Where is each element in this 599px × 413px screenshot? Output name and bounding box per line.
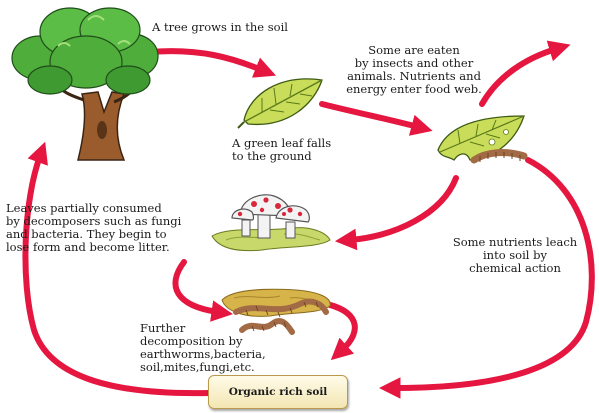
label-leaf-falls: A green leaf falls to the ground (232, 136, 332, 163)
label-eaten: Some are eaten by insects and other anim… (346, 43, 482, 96)
tree-icon (11, 7, 159, 161)
label-further-decomposition: Further decomposition by earthworms,bact… (140, 321, 266, 374)
arrow-eaten-leaf-to-mushroom (334, 175, 459, 251)
label-leach: Some nutrients leach into soil by chemic… (452, 235, 578, 275)
green-leaf-icon (237, 78, 323, 129)
earthworm-icon (221, 288, 331, 335)
arrow-tree-to-leaf (147, 48, 277, 78)
arrow-leaf-to-eaten-leaf (319, 101, 433, 136)
arrow-litter-to-worms (172, 259, 233, 322)
label-decomposers: Leaves partially consumed by decomposers… (6, 201, 182, 254)
organic-soil-box: Organic rich soil (208, 375, 348, 409)
label-tree-grows: A tree grows in the soil (152, 20, 288, 34)
arrow-leach-to-soil (378, 157, 595, 399)
arrow-soil-to-tree (22, 141, 213, 397)
mushroom-icon (211, 194, 331, 252)
arrow-worms-to-soil (319, 300, 358, 361)
organic-soil-label: Organic rich soil (228, 386, 328, 398)
arrow-up-right (479, 40, 571, 107)
caterpillar-icon (470, 149, 528, 164)
